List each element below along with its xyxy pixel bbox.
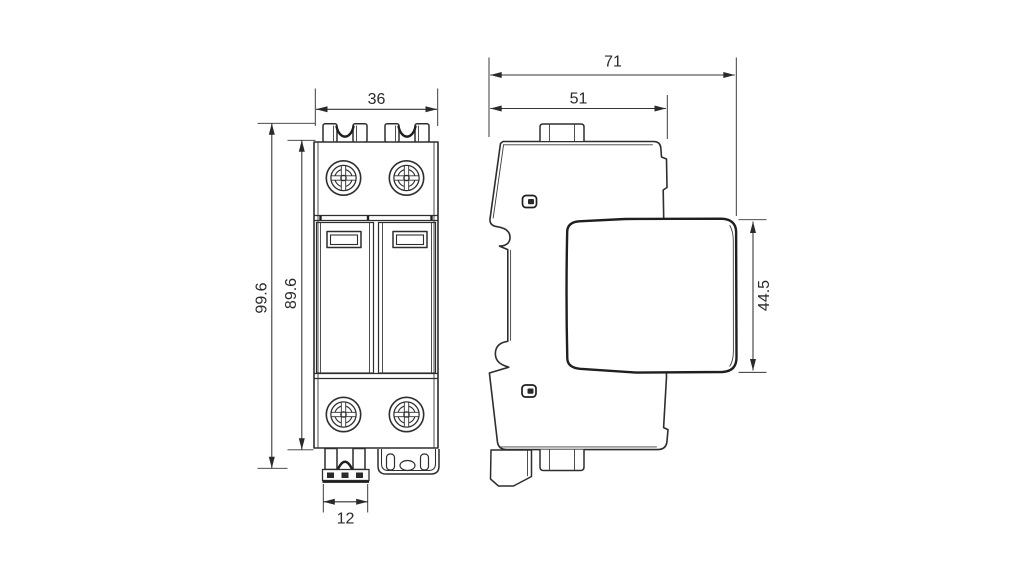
side-rail-clip-foot (489, 449, 533, 487)
arrowhead (425, 106, 437, 113)
front-module-left (315, 221, 375, 374)
side-bottom-terminal (539, 449, 585, 472)
indicator-window-right (392, 230, 428, 249)
screw-bottom-left (325, 396, 362, 433)
screw-top-left (325, 160, 362, 196)
arrowhead (316, 106, 328, 113)
arrowhead (323, 498, 335, 505)
arrowhead (268, 123, 275, 135)
dim-side-module-height: 44.5 (738, 219, 773, 373)
front-seam-upper (314, 214, 438, 222)
arrowhead (654, 105, 666, 112)
dim-label-overall-depth: 71 (604, 54, 622, 71)
dim-side-base-depth: 51 (490, 91, 668, 139)
dim-terminal-width: 12 (322, 484, 369, 528)
front-top-terminal-left (322, 123, 368, 143)
arrowhead (750, 221, 756, 233)
screw-top-right (388, 160, 425, 196)
front-bottom-terminal (321, 447, 370, 483)
arrowhead (490, 105, 502, 112)
side-top-terminal (539, 123, 585, 142)
side-view (488, 123, 738, 487)
front-top-terminal-right (384, 123, 430, 143)
dim-label-body-height: 89.6 (283, 278, 300, 309)
arrowhead (356, 498, 368, 505)
arrowhead (298, 140, 305, 152)
arrowhead (268, 456, 275, 469)
dim-front-width: 36 (314, 88, 439, 126)
arrowhead (490, 72, 502, 78)
side-marker-top (521, 194, 538, 209)
side-plug-module (565, 217, 738, 374)
dim-label-base-depth: 51 (570, 91, 588, 108)
front-body-inner-edges (317, 142, 435, 448)
arrowhead (723, 72, 735, 78)
side-module-inner-edge (729, 225, 734, 367)
front-view (313, 123, 440, 483)
side-marker-bottom (521, 384, 537, 398)
dim-label-module-height: 44.5 (756, 280, 773, 311)
screw-bottom-right (388, 396, 425, 433)
dim-label-terminal-width: 12 (337, 511, 355, 528)
dim-front-overall-height: 99.6 (254, 122, 316, 469)
dim-label-overall-height: 99.6 (254, 282, 271, 313)
front-module-right (377, 221, 437, 374)
dim-side-overall-depth: 71 (488, 54, 737, 216)
indicator-window-left (326, 230, 362, 249)
arrowhead (298, 438, 305, 450)
front-rail-clip (377, 449, 440, 475)
dim-front-body-height: 89.6 (283, 139, 316, 451)
arrowhead (750, 359, 756, 371)
side-base-inner-lines (492, 144, 657, 448)
dim-label-front-width: 36 (368, 91, 386, 108)
